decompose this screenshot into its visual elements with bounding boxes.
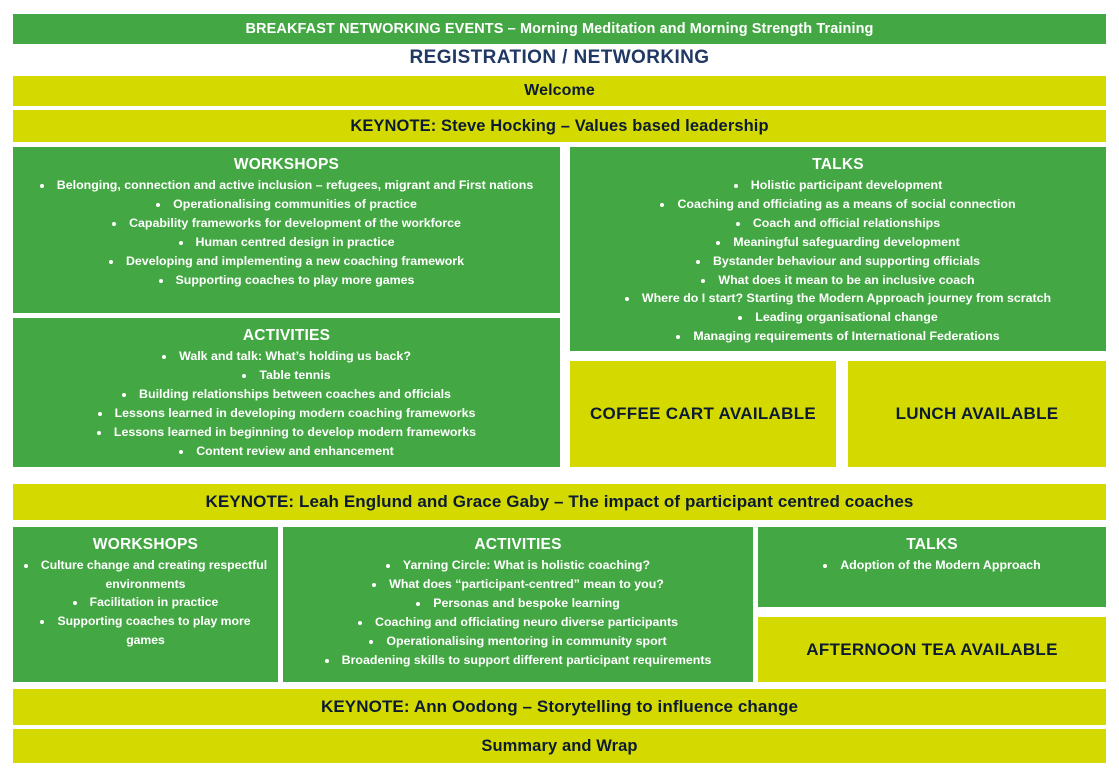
afternoon-tea-label: AFTERNOON TEA AVAILABLE [806, 639, 1058, 659]
registration-networking-label: REGISTRATION / NETWORKING [409, 47, 710, 69]
list-item: Broadening skills to support different p… [293, 651, 743, 670]
list-item: Supporting coaches to play more games [23, 271, 550, 290]
morning-workshops-heading: WORKSHOPS [233, 156, 340, 173]
list-item: Supporting coaches to play more games [23, 612, 268, 649]
morning-workshops-list: Belonging, connection and active inclusi… [23, 176, 550, 289]
morning-talks-card: TALKS Holistic participant development C… [570, 147, 1106, 351]
welcome-band: Welcome [13, 76, 1106, 106]
afternoon-activities-heading: ACTIVITIES [474, 536, 562, 553]
afternoon-talks-heading: TALKS [906, 536, 958, 553]
morning-activities-card: ACTIVITIES Walk and talk: What’s holding… [13, 318, 560, 467]
afternoon-talks-list: Adoption of the Modern Approach [768, 556, 1096, 575]
afternoon-activities-card: ACTIVITIES Yarning Circle: What is holis… [283, 527, 753, 682]
morning-activities-heading: ACTIVITIES [242, 327, 331, 344]
morning-workshops-card: WORKSHOPS Belonging, connection and acti… [13, 147, 560, 313]
list-item: Walk and talk: What’s holding us back? [23, 347, 550, 366]
list-item: Human centred design in practice [23, 233, 550, 252]
list-item: Facilitation in practice [23, 593, 268, 612]
list-item: Content review and enhancement [23, 442, 550, 461]
list-item: Developing and implementing a new coachi… [23, 252, 550, 271]
list-item: Yarning Circle: What is holistic coachin… [293, 556, 743, 575]
welcome-label: Welcome [524, 81, 595, 99]
list-item: Lessons learned in beginning to develop … [23, 423, 550, 442]
afternoon-talks-card: TALKS Adoption of the Modern Approach [758, 527, 1106, 607]
afternoon-workshops-card: WORKSHOPS Culture change and creating re… [13, 527, 278, 682]
list-item: Lessons learned in developing modern coa… [23, 404, 550, 423]
keynote-3-label: KEYNOTE: Ann Oodong – Storytelling to in… [320, 697, 798, 717]
coffee-cart-card: COFFEE CART AVAILABLE [570, 361, 836, 467]
list-item: What does it mean to be an inclusive coa… [580, 271, 1096, 290]
list-item: Managing requirements of International F… [580, 327, 1096, 346]
list-item: Personas and bespoke learning [293, 594, 743, 613]
list-item: Building relationships between coaches a… [23, 385, 550, 404]
list-item: Coaching and officiating as a means of s… [580, 195, 1096, 214]
keynote-2-label: KEYNOTE: Leah Englund and Grace Gaby – T… [205, 492, 914, 512]
keynote-3-band: KEYNOTE: Ann Oodong – Storytelling to in… [13, 689, 1106, 725]
list-item: Holistic participant development [580, 176, 1096, 195]
afternoon-workshops-heading: WORKSHOPS [92, 536, 199, 553]
keynote-2-band: KEYNOTE: Leah Englund and Grace Gaby – T… [13, 484, 1106, 520]
list-item: Bystander behaviour and supporting offic… [580, 252, 1096, 271]
keynote-1-band: KEYNOTE: Steve Hocking – Values based le… [13, 110, 1106, 142]
keynote-1-label: KEYNOTE: Steve Hocking – Values based le… [350, 116, 769, 135]
morning-talks-list: Holistic participant development Coachin… [580, 176, 1096, 346]
list-item: Table tennis [23, 366, 550, 385]
list-item: Where do I start? Starting the Modern Ap… [580, 289, 1096, 308]
list-item: Meaningful safeguarding development [580, 233, 1096, 252]
coffee-cart-label: COFFEE CART AVAILABLE [589, 404, 817, 423]
morning-talks-heading: TALKS [812, 156, 864, 173]
list-item: Capability frameworks for development of… [23, 214, 550, 233]
list-item: Leading organisational change [580, 308, 1096, 327]
summary-wrap-band: Summary and Wrap [13, 729, 1106, 763]
list-item: What does “participant-centred” mean to … [293, 575, 743, 594]
list-item: Adoption of the Modern Approach [768, 556, 1096, 575]
list-item: Coaching and officiating neuro diverse p… [293, 613, 743, 632]
breakfast-networking-label: BREAKFAST NETWORKING EVENTS – Morning Me… [245, 20, 874, 37]
breakfast-networking-band: BREAKFAST NETWORKING EVENTS – Morning Me… [13, 14, 1106, 44]
morning-activities-list: Walk and talk: What’s holding us back? T… [23, 347, 550, 460]
list-item: Coach and official relationships [580, 214, 1096, 233]
list-item: Culture change and creating respectful e… [23, 556, 268, 593]
lunch-label: LUNCH AVAILABLE [895, 404, 1059, 423]
lunch-card: LUNCH AVAILABLE [848, 361, 1106, 467]
afternoon-tea-card: AFTERNOON TEA AVAILABLE [758, 617, 1106, 682]
afternoon-activities-list: Yarning Circle: What is holistic coachin… [293, 556, 743, 669]
list-item: Operationalising mentoring in community … [293, 632, 743, 651]
summary-wrap-label: Summary and Wrap [481, 736, 638, 755]
list-item: Belonging, connection and active inclusi… [23, 176, 550, 195]
list-item: Operationalising communities of practice [23, 195, 550, 214]
registration-networking-band: REGISTRATION / NETWORKING [13, 44, 1106, 72]
afternoon-workshops-list: Culture change and creating respectful e… [23, 556, 268, 648]
